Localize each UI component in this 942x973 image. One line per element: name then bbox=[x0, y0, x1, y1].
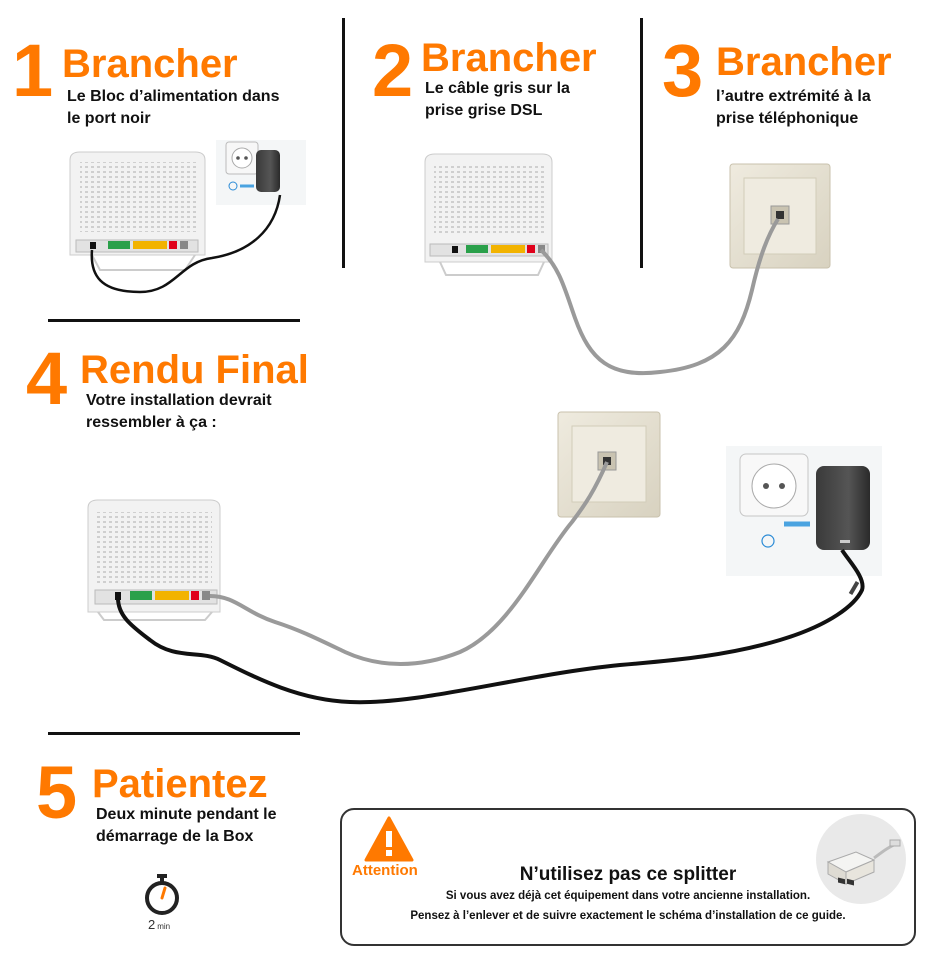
step-5-number: 5 bbox=[36, 751, 78, 834]
step-4-wall-outlet bbox=[726, 446, 882, 576]
step-4-desc-line-1: Votre installation devrait bbox=[86, 392, 272, 409]
step-2-box bbox=[424, 153, 553, 276]
step-3-description: l’autre extrémité à la prise téléphoniqu… bbox=[716, 86, 871, 130]
step-1-title: Brancher bbox=[62, 42, 238, 86]
step-3-title: Brancher bbox=[716, 40, 892, 84]
step-2-number: 2 bbox=[372, 29, 414, 112]
step-2-desc-line-1: Le câble gris sur la bbox=[425, 80, 570, 97]
step-4-box bbox=[87, 499, 221, 621]
warning-box: Attention N’utilisez pas ce splitter Si … bbox=[340, 808, 916, 946]
timer-unit: min bbox=[157, 922, 171, 931]
step-5-desc-line-2: démarrage de la Box bbox=[96, 828, 254, 845]
step-5-title: Patientez bbox=[92, 762, 268, 806]
step-3-number: 3 bbox=[662, 29, 704, 112]
step-1-wall-outlet bbox=[216, 140, 306, 205]
step-2-desc-line-2: prise grise DSL bbox=[425, 102, 543, 119]
step-1-desc-line-2: le port noir bbox=[67, 110, 151, 127]
splitter-image bbox=[816, 814, 906, 904]
step-1-description: Le Bloc d’alimentation dans le port noir bbox=[67, 86, 279, 130]
step-4-phone-socket bbox=[557, 411, 661, 518]
step-1-number: 1 bbox=[12, 29, 54, 112]
step-4-title: Rendu Final bbox=[80, 348, 309, 392]
step-1-power-cable bbox=[90, 194, 282, 294]
warning-label: Attention bbox=[352, 862, 418, 879]
divider-1-2 bbox=[342, 18, 345, 268]
step-3-phone-socket bbox=[729, 163, 831, 269]
step-2-3-dsl-cable bbox=[539, 217, 780, 375]
step-5-description: Deux minute pendant le démarrage de la B… bbox=[96, 804, 276, 848]
warning-line-1: Si vous avez déjà cet équipement dans vo… bbox=[445, 890, 811, 902]
step-5-desc-line-1: Deux minute pendant le bbox=[96, 806, 277, 823]
stopwatch-icon bbox=[145, 874, 179, 915]
step-3-desc-line-2: prise téléphonique bbox=[716, 110, 859, 127]
step-4-number: 4 bbox=[26, 337, 68, 420]
divider-step-5 bbox=[48, 732, 300, 735]
step-4-desc-line-2: ressembler à ça : bbox=[86, 414, 217, 431]
step-4-description: Votre installation devrait ressembler à … bbox=[86, 390, 272, 434]
warning-line-2: Pensez à l’enlever et de suivre exacteme… bbox=[410, 910, 846, 922]
splitter-icon bbox=[826, 839, 901, 886]
step-1-desc-line-1: Le Bloc d’alimentation dans bbox=[67, 88, 280, 105]
cable-ferrite bbox=[848, 580, 860, 596]
warning-triangle-icon bbox=[364, 816, 414, 862]
step-4-power-cable bbox=[116, 548, 865, 705]
step-3-desc-line-1: l’autre extrémité à la bbox=[716, 88, 871, 105]
step-4-dsl-cable bbox=[209, 461, 609, 666]
warning-title: N’utilisez pas ce splitter bbox=[519, 864, 737, 885]
step-1-box bbox=[69, 151, 206, 271]
divider-step-4 bbox=[48, 319, 300, 322]
step-2-title: Brancher bbox=[421, 36, 597, 80]
timer-value: 2 bbox=[148, 917, 156, 932]
step-2-description: Le câble gris sur la prise grise DSL bbox=[425, 78, 570, 122]
divider-2-3 bbox=[640, 18, 643, 268]
